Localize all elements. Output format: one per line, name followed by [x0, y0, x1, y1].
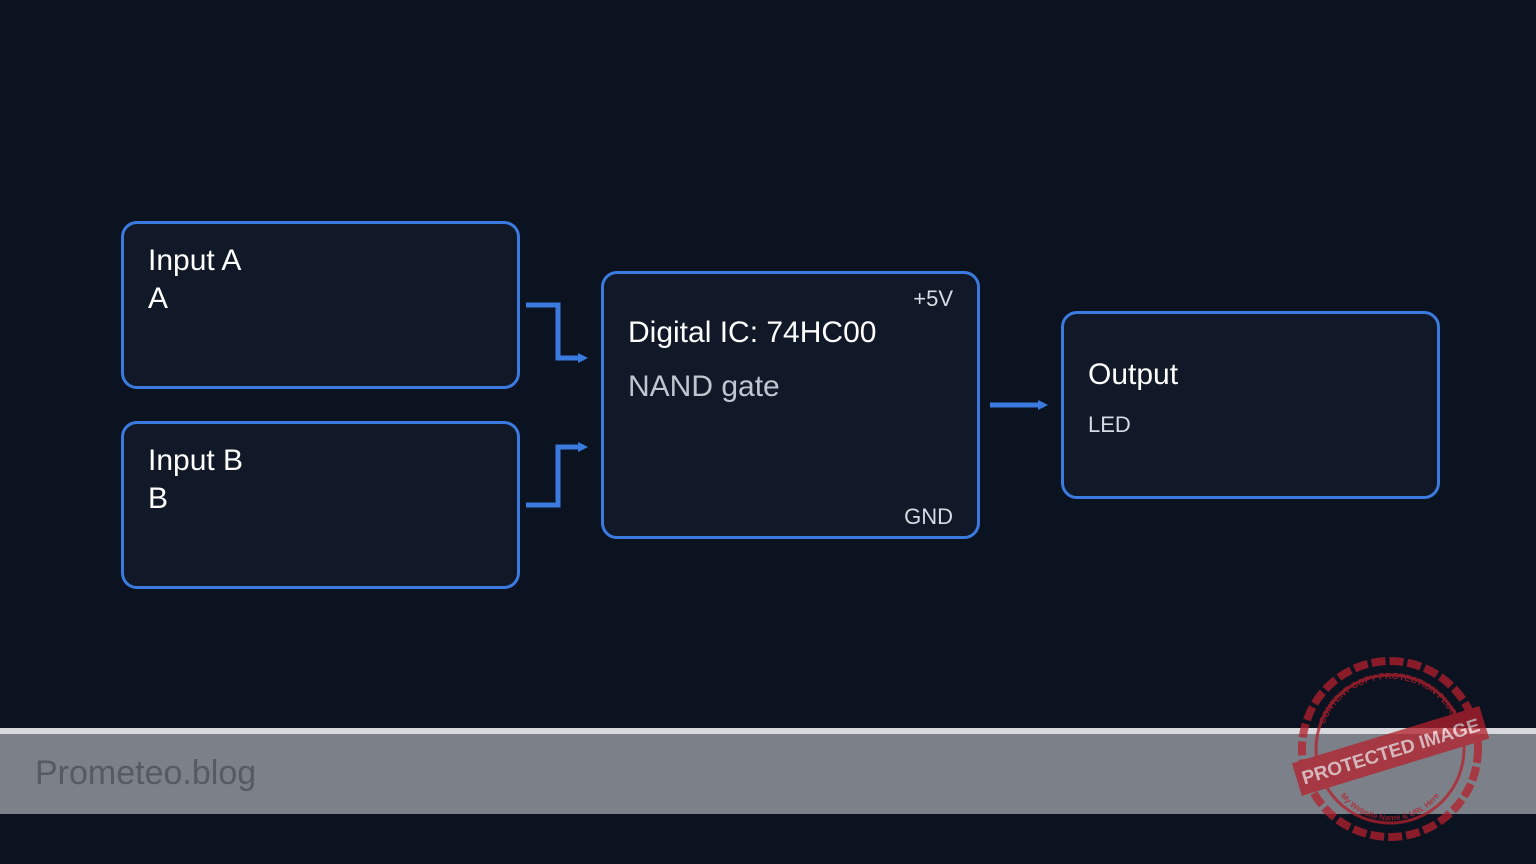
wire-input-b	[526, 442, 588, 508]
footer-brand: Prometeo.blog	[35, 754, 257, 792]
stamp-text: PROTECTED IMAGE	[1300, 715, 1483, 789]
ic-subtitle: NAND gate	[628, 370, 780, 403]
input-b-label: B	[148, 482, 169, 515]
protected-image-stamp: CONTENT COPY PROTECTION PLUGIN PROTECTED…	[1291, 657, 1490, 841]
footer-bar: Prometeo.blog	[0, 734, 1536, 814]
input-a-block: Input A A	[121, 221, 520, 389]
input-b-block: Input B B	[121, 421, 520, 589]
wire-input-a	[526, 302, 588, 363]
input-a-title: Input A	[148, 244, 242, 277]
ic-vcc-label: +5V	[913, 286, 953, 311]
footer-divider	[0, 728, 1536, 734]
output-title: Output	[1088, 358, 1179, 391]
input-a-label: A	[148, 282, 169, 315]
output-block: Output LED	[1061, 311, 1440, 499]
ic-title: Digital IC: 74HC00	[628, 316, 877, 349]
ic-gnd-label: GND	[904, 504, 953, 529]
output-label: LED	[1088, 412, 1131, 437]
input-b-title: Input B	[148, 444, 244, 477]
stamp-bottom-text: My Website Name & URL Here	[1339, 791, 1442, 823]
svg-text:My Website Name & URL Here: My Website Name & URL Here	[1339, 791, 1442, 823]
ic-block: +5V Digital IC: 74HC00 NAND gate GND	[601, 271, 980, 539]
